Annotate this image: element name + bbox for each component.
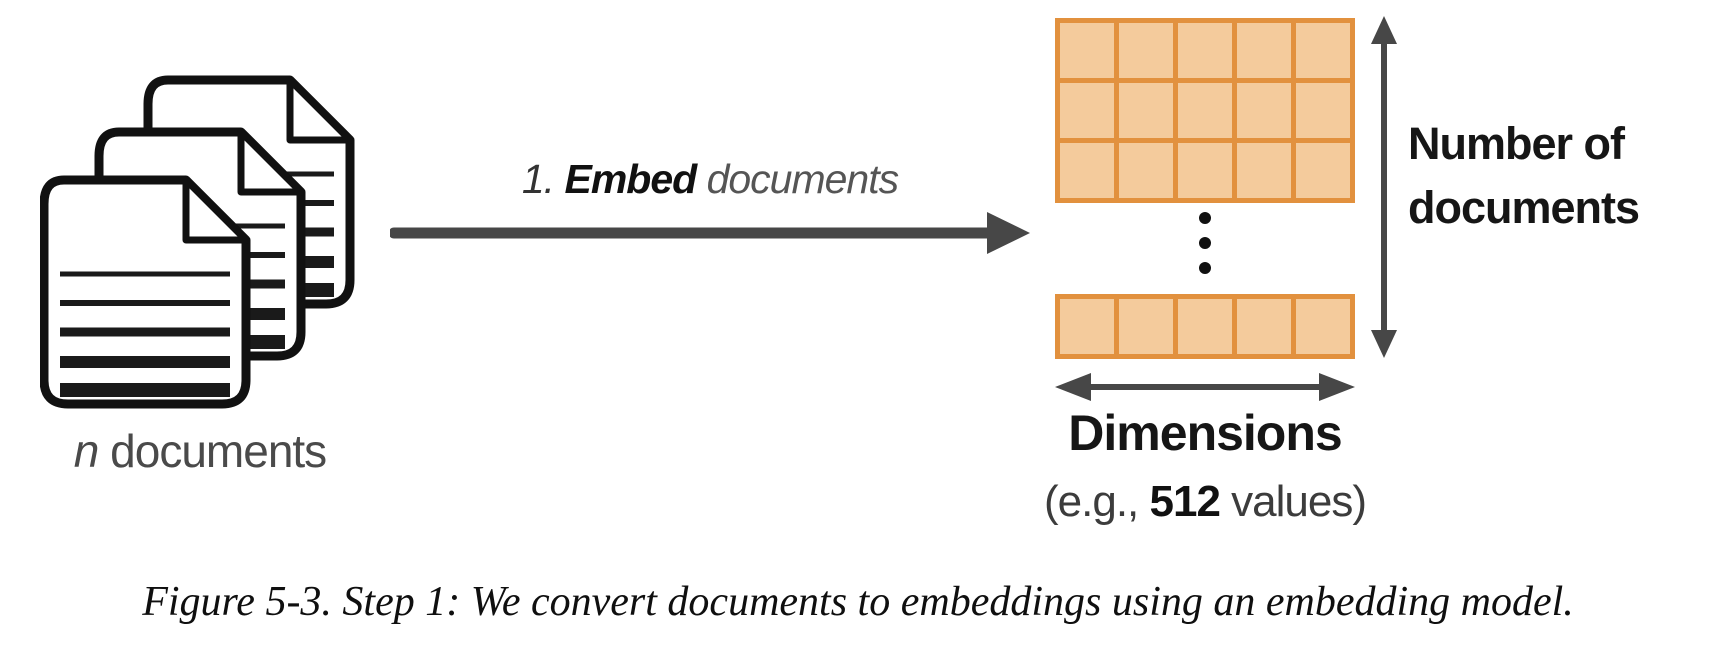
matrix-ellipsis-dots — [1199, 212, 1211, 274]
width-measure-arrow-icon — [1055, 373, 1355, 401]
figure-caption: Figure 5-3. Step 1: We convert documents… — [142, 579, 1574, 625]
dimensions-example-prefix: (e.g., — [1044, 477, 1150, 526]
ellipsis-dot — [1199, 212, 1211, 224]
embedding-cell — [1237, 299, 1291, 354]
number-of-documents-line1: Number of — [1408, 118, 1625, 169]
embedding-cell — [1237, 143, 1291, 198]
height-measure-arrow-icon — [1371, 16, 1397, 358]
embeddings-matrix-top-grid — [1055, 18, 1355, 203]
embedding-cell — [1296, 299, 1350, 354]
document-icon-front — [44, 180, 246, 404]
embed-verb: Embed — [564, 156, 697, 202]
embedding-cell — [1178, 23, 1232, 78]
dimensions-example-suffix: values) — [1219, 477, 1367, 526]
n-variable: n — [73, 425, 100, 477]
embed-object: documents — [696, 156, 900, 202]
n-documents-text: documents — [98, 425, 327, 477]
embedding-cell — [1296, 143, 1350, 198]
embedding-cell — [1296, 83, 1350, 138]
number-of-documents-label: Number of documents — [1408, 112, 1708, 240]
ellipsis-dot — [1199, 262, 1211, 274]
embedding-cell — [1119, 143, 1173, 198]
embedding-cell — [1060, 143, 1114, 198]
embeddings-matrix-bottom-row — [1055, 294, 1355, 359]
embedding-cell — [1119, 83, 1173, 138]
embedding-cell — [1060, 23, 1114, 78]
embedding-cell — [1237, 23, 1291, 78]
embedding-cell — [1296, 23, 1350, 78]
embedding-cell — [1060, 299, 1114, 354]
embedding-cell — [1178, 83, 1232, 138]
embedding-cell — [1178, 299, 1232, 354]
n-documents-label: n documents — [30, 424, 370, 478]
dimensions-label: Dimensions — [1068, 405, 1342, 461]
dimensions-example-value: 512 — [1149, 477, 1221, 526]
embedding-cell — [1119, 299, 1173, 354]
ellipsis-dot — [1199, 237, 1211, 249]
embedding-cell — [1119, 23, 1173, 78]
embed-step-label: 1. Embed documents — [390, 156, 1030, 203]
embed-arrow-icon — [390, 212, 1030, 254]
documents-stack-icon — [40, 72, 360, 417]
dimensions-example-label: (e.g., 512 values) — [1005, 477, 1405, 527]
embedding-cell — [1060, 83, 1114, 138]
number-of-documents-line2: documents — [1408, 181, 1640, 233]
step-number: 1. — [521, 156, 565, 202]
embedding-cell — [1178, 143, 1232, 198]
embedding-cell — [1237, 83, 1291, 138]
